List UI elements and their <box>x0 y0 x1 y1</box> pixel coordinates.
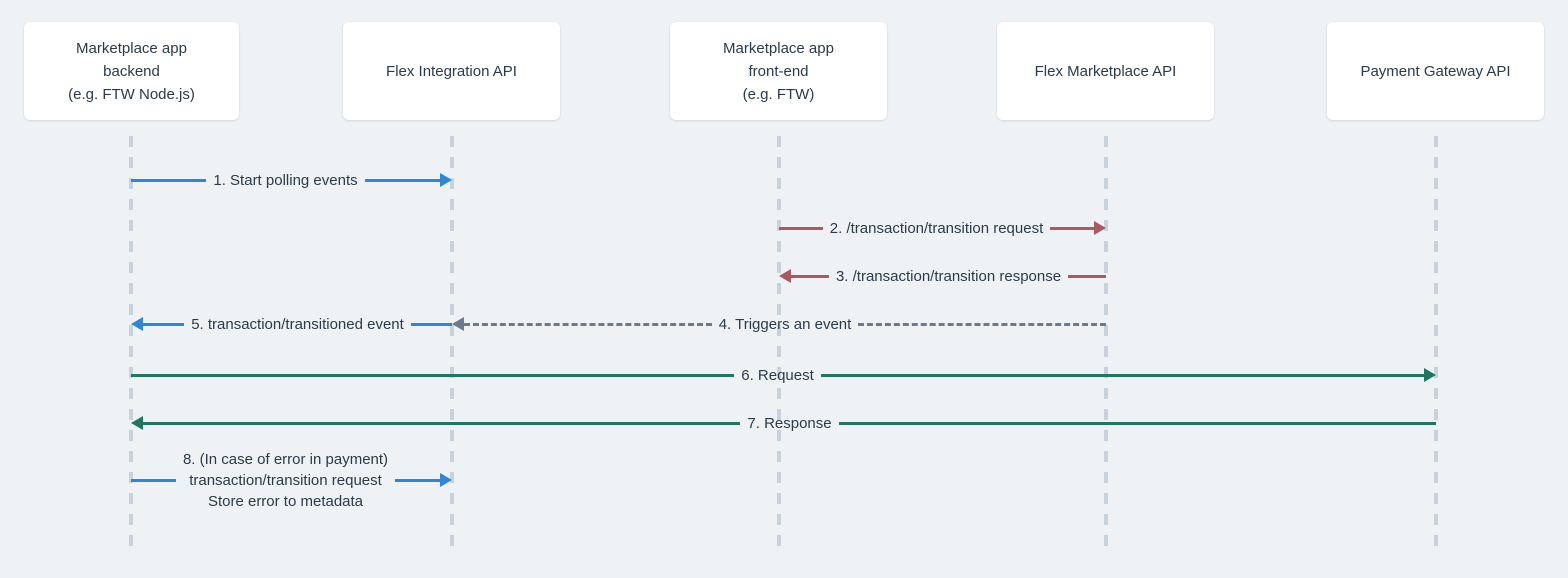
message-5-line <box>143 322 185 326</box>
message-6-line <box>820 373 1425 377</box>
participant-payment-gateway-api: Payment Gateway API <box>1327 22 1544 120</box>
message-7-label: 7. Response <box>747 414 832 432</box>
message-4-label: 4. Triggers an event <box>718 315 852 333</box>
lifeline-flex-integration-api <box>450 136 454 552</box>
message-7-line <box>838 421 1437 425</box>
message-3-label: 3. /transaction/transition response <box>835 267 1062 285</box>
message-1-line <box>364 178 441 182</box>
message-7-arrowhead <box>131 416 143 430</box>
message-2-line <box>779 226 823 230</box>
message-2-line <box>1050 226 1095 230</box>
message-7: 7. Response <box>131 407 1437 439</box>
message-8-arrowhead <box>440 473 452 487</box>
message-1-label: 1. Start polling events <box>213 171 358 189</box>
message-6-line <box>131 373 735 377</box>
lifeline-payment-gateway-api <box>1434 136 1438 552</box>
message-3-arrowhead <box>779 269 791 283</box>
message-2-label: 2. /transaction/transition request <box>829 219 1044 237</box>
message-5-line <box>410 322 453 326</box>
message-4: 4. Triggers an event <box>452 308 1107 340</box>
message-6-arrowhead <box>1424 368 1437 382</box>
message-2: 2. /transaction/transition request <box>779 212 1107 244</box>
lifeline-marketplace-app-backend <box>129 136 133 552</box>
message-8: 8. (In case of error in payment) transac… <box>131 451 452 510</box>
message-4-arrowhead <box>452 317 464 331</box>
message-3: 3. /transaction/transition response <box>779 260 1106 292</box>
message-5-arrowhead <box>131 317 143 331</box>
message-3-line <box>1068 274 1106 278</box>
message-6: 6. Request <box>131 359 1437 391</box>
message-5: 5. transaction/transitioned event <box>131 308 453 340</box>
message-5-label: 5. transaction/transitioned event <box>191 315 404 333</box>
message-3-line <box>791 274 829 278</box>
message-8-line <box>395 478 440 482</box>
participant-flex-integration-api: Flex Integration API <box>343 22 560 120</box>
message-7-line <box>143 421 741 425</box>
message-8-label: 8. (In case of error in payment) transac… <box>182 450 389 510</box>
message-1-arrowhead <box>440 173 453 187</box>
message-8-line <box>131 478 176 482</box>
message-4-line <box>858 322 1107 326</box>
participant-marketplace-app-frontend: Marketplace app front-end (e.g. FTW) <box>670 22 887 120</box>
participant-marketplace-app-backend: Marketplace app backend (e.g. FTW Node.j… <box>24 22 239 120</box>
message-1-line <box>131 178 207 182</box>
message-6-label: 6. Request <box>741 366 814 384</box>
message-1: 1. Start polling events <box>131 164 453 196</box>
message-2-arrowhead <box>1094 221 1107 235</box>
participant-flex-marketplace-api: Flex Marketplace API <box>997 22 1214 120</box>
lifeline-flex-marketplace-api <box>1104 136 1108 552</box>
lifeline-marketplace-app-frontend <box>777 136 781 552</box>
message-4-line <box>464 322 712 326</box>
